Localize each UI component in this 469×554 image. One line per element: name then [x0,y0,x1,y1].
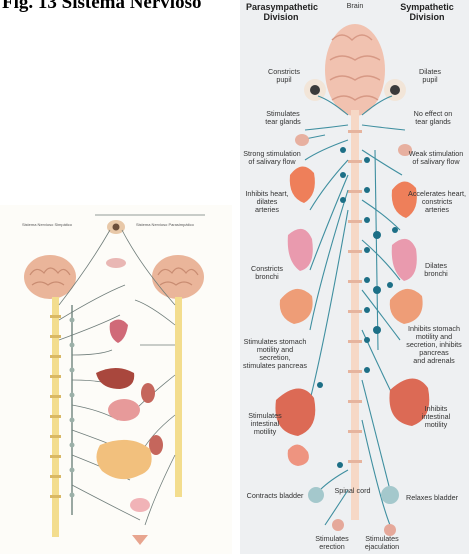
autonomic-nervous-system-illustration: Sistema Nervioso Simpático Sistema Nervi… [0,205,232,554]
liver-organ [96,368,134,389]
parasympathetic-sympathetic-illustration: Parasympathetic Division Sympathetic Div… [240,0,469,554]
para-label-tear: Stimulates tear glands [258,110,308,126]
symp-label-bronchi: Dilates bronchi [416,262,456,278]
left-heart-organ [290,166,315,203]
para-label-bronchi: Constricts bronchi [246,265,288,281]
symp-label-heart: Accelerates heart, constricts arteries [408,190,466,214]
parasympathetic-title: Parasympathetic Division [246,2,316,22]
kidney-organ-2 [149,435,163,455]
stomach-organ [108,399,140,421]
brain-icon [325,24,385,116]
left-header-label: Sistema Nervioso Simpático [22,222,92,227]
right-stomach-organ [390,289,423,324]
spinal-cord [351,110,359,520]
sympathetic-title: Sympathetic Division [392,2,462,22]
spinal-cord-label: Spinal cord [330,487,375,495]
left-bladder-organ [308,487,324,503]
symp-label-pupil: Dilates pupil [410,68,450,84]
para-label-erection: Stimulates erection [312,535,352,551]
figure-caption: Fig. 13 Sistema Nervioso [2,0,201,14]
symp-label-stomach: Inhibits stomach motility and secretion,… [402,325,466,365]
left-intestine-lower [288,444,309,466]
para-label-saliva: Strong stimulation of salivary flow [242,150,302,166]
symp-label-tear: No effect on tear glands [408,110,458,126]
symp-label-saliva: Weak stimulation of salivary flow [406,150,466,166]
right-header-label: Sistema Nervioso Parasimpático [136,222,226,227]
para-label-heart: Inhibits heart, dilates arteries [244,190,290,214]
symp-label-ejaculation: Stimulates ejaculation [360,535,404,551]
para-label-bladder: Contracts bladder [244,492,306,500]
intestine-organ [96,440,151,479]
brain-label: Brain [340,2,370,10]
left-reproductive-organ [332,519,344,531]
right-bladder-organ [381,486,399,504]
heart-organ [110,319,128,343]
para-label-intestine: Stimulates intestinal motility [246,412,284,436]
left-diagram-graphic [0,205,232,554]
kidney-organ [141,383,155,403]
para-label-pupil: Constricts pupil [264,68,304,84]
left-salivary-gland [295,134,309,146]
symp-label-bladder: Relaxes bladder [402,494,462,502]
left-stomach-organ [280,289,313,324]
symp-label-intestine: Inhibits intestinal motility [414,405,458,429]
right-spinal-cord [175,297,182,497]
bladder-organ [130,498,150,512]
para-label-stomach: Stimulates stomach motility and secretio… [242,338,308,370]
right-brain-icon [152,255,204,299]
salivary-gland [106,258,126,268]
left-lung-organ [288,229,313,271]
reproductive-organ [132,535,148,545]
eye-icon [107,220,125,234]
